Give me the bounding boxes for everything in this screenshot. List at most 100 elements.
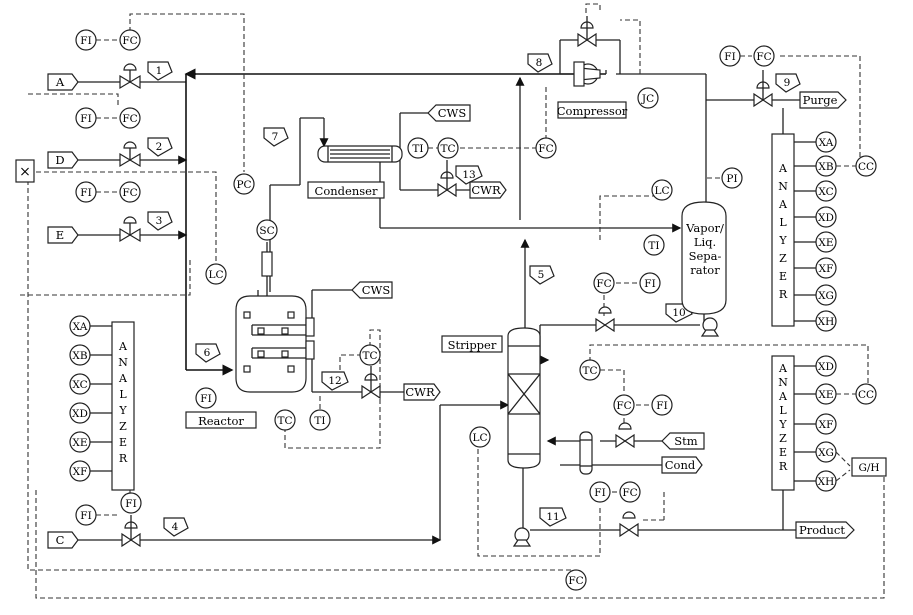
- svg-text:FC: FC: [616, 400, 631, 412]
- feed-c: C: [47, 531, 79, 549]
- ti-condenser: TI: [407, 137, 429, 159]
- fc-feed-e: FC: [119, 181, 141, 203]
- svg-text:FC: FC: [756, 51, 771, 63]
- fc-feed-a: FC: [119, 29, 141, 51]
- svg-text:Y: Y: [778, 234, 787, 247]
- fi-product: FI: [589, 481, 611, 503]
- svg-text:XF: XF: [73, 466, 88, 478]
- svg-text:N: N: [778, 180, 788, 193]
- valve-recycle: [577, 16, 597, 48]
- svg-text:4: 4: [172, 521, 179, 533]
- condenser: [317, 145, 403, 163]
- svg-text:L: L: [779, 216, 787, 229]
- svg-text:Vapor/: Vapor/: [685, 221, 724, 235]
- svg-text:XH: XH: [818, 476, 835, 488]
- valve-product: [619, 511, 639, 538]
- svg-text:TI: TI: [314, 415, 325, 427]
- cwr-reactor-tag: CWR: [403, 383, 441, 401]
- svg-text:Liq.: Liq.: [694, 235, 716, 249]
- svg-text:PC: PC: [236, 179, 251, 191]
- fi-feed-c: FI: [75, 504, 97, 526]
- svg-text:XH: XH: [818, 316, 835, 328]
- svg-text:D: D: [55, 153, 64, 167]
- svg-text:CWR: CWR: [405, 385, 435, 399]
- svg-text:11: 11: [546, 511, 559, 523]
- svg-text:TI: TI: [412, 143, 423, 155]
- fi-purge: FI: [719, 45, 741, 67]
- svg-text:Product: Product: [799, 523, 845, 537]
- pc-reactor: PC: [233, 173, 255, 195]
- svg-text:E: E: [56, 228, 64, 242]
- svg-text:PI: PI: [726, 173, 737, 185]
- svg-text:XA: XA: [819, 137, 834, 149]
- stripper-label: Stripper: [441, 335, 503, 353]
- svg-text:XB: XB: [72, 350, 87, 362]
- svg-text:FC: FC: [538, 143, 553, 155]
- svg-text:FC: FC: [122, 35, 137, 47]
- compressor: [573, 61, 601, 87]
- lc-separator: LC: [651, 179, 673, 201]
- svg-text:CC: CC: [858, 161, 874, 173]
- svg-text:XC: XC: [72, 379, 87, 391]
- svg-text:TC: TC: [440, 143, 455, 155]
- svg-text:Stm: Stm: [674, 434, 697, 448]
- fi-steam: FI: [651, 394, 673, 416]
- svg-text:FI: FI: [656, 400, 667, 412]
- separator-pump: [700, 317, 720, 337]
- svg-text:A: A: [118, 340, 128, 353]
- svg-text:XG: XG: [818, 447, 834, 459]
- analyzer-purge-components: XA XB XC XD XE XF XG XH: [794, 131, 856, 332]
- svg-text:TC: TC: [582, 365, 597, 377]
- gh-ratio-controller: G/H: [851, 457, 887, 477]
- cc-product: CC: [855, 383, 877, 405]
- reactor-label: Reactor: [185, 411, 257, 429]
- mixer-symbol: ×: [19, 164, 31, 180]
- svg-text:R: R: [779, 460, 788, 473]
- product-tag: Product: [795, 521, 855, 539]
- svg-text:LC: LC: [208, 269, 223, 281]
- svg-text:FC: FC: [622, 487, 637, 499]
- tc-reactor-cw: TC: [359, 344, 381, 366]
- valve-d: [119, 141, 141, 168]
- fi-feed-c-valve: FI: [120, 492, 142, 514]
- valve-separator: [595, 306, 615, 333]
- sc-reactor: SC: [256, 219, 278, 241]
- svg-text:XD: XD: [72, 408, 88, 420]
- svg-text:FI: FI: [80, 113, 91, 125]
- svg-text:6: 6: [204, 347, 211, 359]
- valves: [119, 16, 773, 548]
- svg-text:E: E: [119, 436, 127, 449]
- svg-text:9: 9: [784, 77, 791, 89]
- tc-condenser: TC: [437, 137, 459, 159]
- svg-text:2: 2: [156, 141, 163, 153]
- svg-text:XC: XC: [818, 186, 833, 198]
- svg-text:Z: Z: [779, 252, 787, 265]
- analyzer-reactor-feed: A N A L Y Z E R: [111, 321, 135, 491]
- svg-text:LC: LC: [472, 432, 487, 444]
- analyzer-product-components: XD XE XF XG XH: [794, 355, 856, 492]
- svg-text:12: 12: [328, 375, 341, 387]
- svg-text:LC: LC: [654, 185, 669, 197]
- svg-text:Compressor: Compressor: [557, 104, 628, 118]
- svg-text:XF: XF: [819, 263, 834, 275]
- svg-text:CWR: CWR: [471, 183, 501, 197]
- svg-text:E: E: [779, 446, 787, 459]
- stream-6: 6: [195, 343, 221, 363]
- ti-separator: TI: [643, 234, 665, 256]
- svg-text:Purge: Purge: [803, 93, 838, 107]
- pi-separator: PI: [721, 167, 743, 189]
- svg-text:Condenser: Condenser: [315, 184, 378, 198]
- feed-a: A: [47, 73, 79, 91]
- svg-text:FC: FC: [568, 575, 583, 587]
- stream-4: 4: [163, 517, 189, 537]
- svg-text:A: A: [778, 390, 788, 403]
- fi-feed-d: FI: [75, 107, 97, 129]
- svg-text:3: 3: [156, 215, 163, 227]
- svg-text:JC: JC: [641, 93, 654, 105]
- svg-text:C: C: [56, 533, 65, 547]
- analyzer-purge: A N A L Y Z E R: [771, 133, 795, 327]
- svg-text:FI: FI: [724, 51, 735, 63]
- feed-d: D: [47, 151, 79, 169]
- svg-text:A: A: [55, 75, 65, 89]
